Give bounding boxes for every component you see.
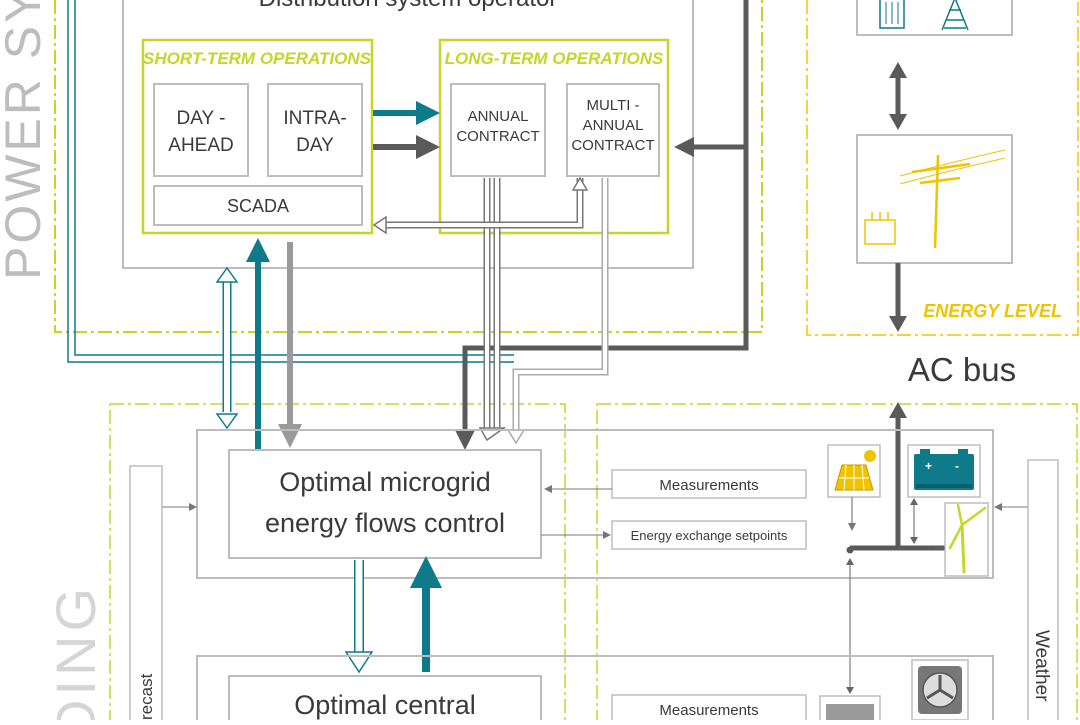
scada-hollow-double-arrow	[215, 266, 239, 430]
multi-line3: CONTRACT	[571, 137, 654, 154]
measurements-box	[611, 469, 807, 499]
power-pole-icon	[899, 149, 1006, 249]
building-region-left	[109, 403, 566, 725]
intra-day-box	[267, 83, 363, 177]
svg-text:+: +	[925, 459, 932, 473]
omefc-line1: Optimal microgrid	[279, 467, 491, 497]
bus-node	[846, 546, 854, 554]
central-control-box	[228, 675, 542, 725]
pole-to-bus-arrowhead	[889, 316, 907, 332]
svg-text:-: -	[955, 459, 959, 473]
transformer-tower-box	[856, 0, 1013, 36]
scada-label: SCADA	[227, 196, 289, 216]
intra-day-line1: INTRA-	[283, 108, 346, 129]
forecast-bar	[129, 465, 163, 725]
weather-bar	[1027, 459, 1059, 725]
power-pole-box	[856, 134, 1013, 264]
power-system-label: POWER SYS	[0, 0, 51, 280]
dso-box	[122, 0, 694, 269]
omefc-line2: energy flows control	[265, 508, 505, 538]
ac-bus-label: AC bus	[908, 351, 1016, 388]
multi-line1: MULTI -	[586, 97, 639, 114]
central-line1: Optimal central	[294, 690, 476, 720]
omefc-box	[228, 449, 542, 559]
annual-line1: ANNUAL	[468, 108, 529, 125]
substation-icon	[864, 212, 896, 245]
teal-inner-loop	[74, 0, 514, 356]
multi-annual-contract-box	[566, 83, 660, 177]
short-term-box	[141, 38, 374, 235]
short-term-title: SHORT-TERM OPERATIONS	[143, 49, 372, 68]
solar-panel-icon	[834, 450, 876, 491]
forecast-label: recast	[137, 673, 156, 720]
ac-bus-arrowhead	[889, 402, 907, 418]
annual-line2: CONTRACT	[456, 128, 539, 145]
day-ahead-line2: AHEAD	[168, 135, 233, 156]
measurements-label: Measurements	[659, 477, 758, 494]
long-term-title: LONG-TERM OPERATIONS	[445, 49, 664, 68]
setpoints-label: Energy exchange setpoints	[631, 528, 788, 543]
building-label: DING	[44, 584, 107, 720]
battery-icon: + -	[914, 449, 974, 490]
energy-level-label: ENERGY LEVEL	[923, 301, 1062, 321]
day-ahead-box	[153, 83, 249, 177]
building-region-right	[596, 403, 1078, 725]
wind-turbine-icon	[948, 503, 987, 574]
measurements-2-label: Measurements	[659, 702, 758, 719]
energy-level-region	[806, 0, 1079, 336]
transformer-icon	[879, 0, 905, 29]
weather-label: Weather	[1031, 630, 1052, 702]
day-ahead-line1: DAY -	[177, 108, 226, 129]
teal-outer-loop	[67, 0, 514, 363]
double-arrowheads	[889, 62, 907, 130]
fan-unit-icon	[918, 666, 962, 714]
power-system-region	[54, 0, 763, 333]
microgrid-level-box	[196, 429, 994, 579]
multi-line2: ANNUAL	[583, 117, 644, 134]
intra-day-line2: DAY	[296, 135, 334, 156]
hollow-contract-arrows	[372, 176, 609, 445]
setpoints-box	[611, 520, 807, 550]
central-level-box	[196, 655, 994, 725]
transmission-tower-icon	[941, 0, 969, 31]
scada-box	[153, 185, 363, 226]
hvac-unit-icon	[819, 695, 881, 725]
long-term-box	[438, 38, 670, 235]
dso-title: Distribution system operator	[259, 0, 558, 12]
wind-turbine-box	[944, 502, 989, 577]
annual-contract-box	[450, 83, 546, 177]
